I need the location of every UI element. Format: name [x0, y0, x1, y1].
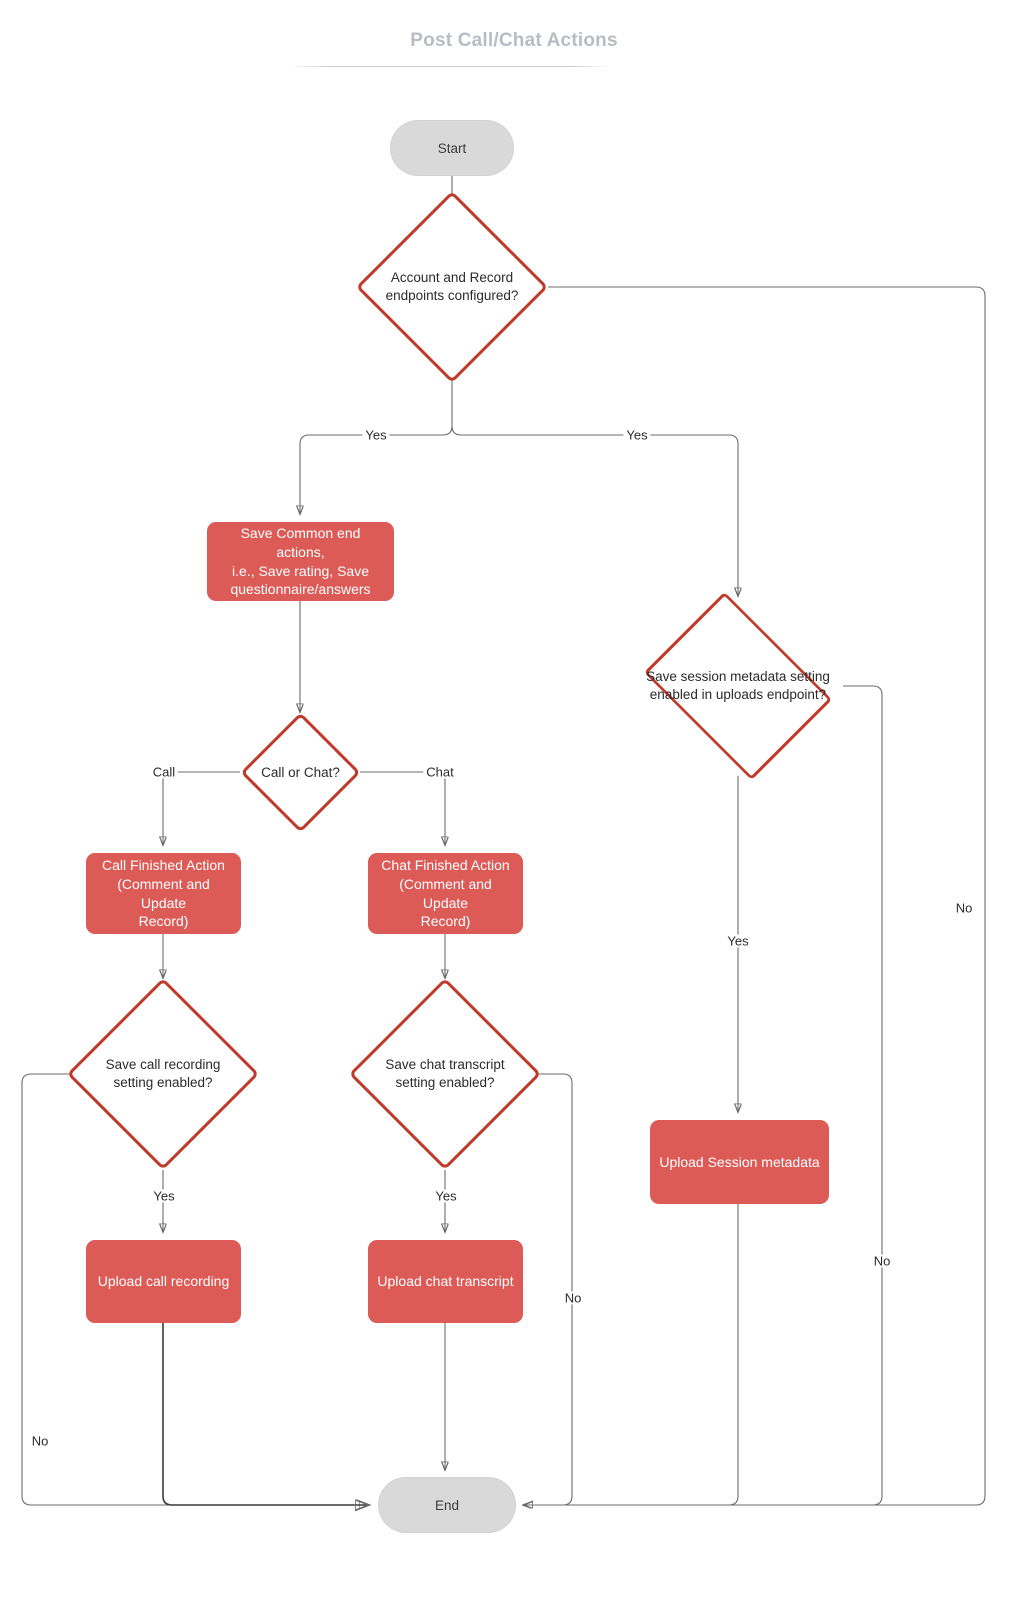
node-process-call-finished-action[interactable]: Call Finished Action (Comment and Update… — [86, 853, 241, 934]
node-process-upload-session-metadata[interactable]: Upload Session metadata — [650, 1120, 829, 1204]
edge-label-no-session-metadata: No — [870, 1254, 894, 1268]
node-decision-save-session-metadata[interactable]: Save session metadata setting enabled in… — [643, 591, 833, 781]
node-end-label: End — [434, 1497, 460, 1513]
edge-label-yes-left: Yes — [362, 428, 390, 442]
node-start-label: Start — [437, 140, 467, 156]
label-line-1: Save session metadata setting — [646, 668, 830, 684]
label-line-3: questionnaire/answers — [230, 581, 371, 598]
edge-label-no-call-recording: No — [28, 1434, 52, 1448]
edge-label-chat: Chat — [423, 765, 457, 779]
title-underline — [290, 66, 610, 67]
node-process-upload-chat-transcript-label: Upload chat transcript — [377, 1273, 514, 1290]
node-process-save-common-end-actions[interactable]: Save Common end actions, i.e., Save rati… — [207, 522, 394, 601]
node-decision-endpoints-configured[interactable]: Account and Record endpoints configured? — [355, 190, 549, 384]
label-line-2: setting enabled? — [113, 1075, 213, 1090]
node-decision-save-chat-transcript-label: Save chat transcript setting enabled? — [385, 1056, 504, 1092]
node-decision-endpoints-configured-label: Account and Record endpoints configured? — [386, 269, 519, 305]
label-line-3: Record) — [420, 913, 471, 930]
node-decision-save-call-recording[interactable]: Save call recording setting enabled? — [66, 977, 260, 1171]
label-line-1: Call Finished Action — [102, 857, 225, 874]
label-line-1: Save Common end actions, — [240, 525, 361, 560]
edge-label-no-endpoints: No — [952, 901, 976, 915]
node-decision-call-or-chat[interactable]: Call or Chat? — [240, 712, 361, 833]
label-line-1: Save chat transcript — [385, 1056, 505, 1072]
edge-label-yes-chat-transcript: Yes — [432, 1189, 460, 1203]
page-title: Post Call/Chat Actions — [410, 30, 618, 51]
node-decision-save-call-recording-label: Save call recording setting enabled? — [106, 1056, 221, 1092]
label-line-2: (Comment and Update — [399, 875, 492, 911]
label-line-1: Save call recording — [105, 1056, 221, 1072]
node-decision-save-session-metadata-label: Save session metadata setting enabled in… — [646, 668, 830, 704]
label-line-1: Account and Record — [390, 269, 514, 285]
label-line-2: (Comment and Update — [117, 875, 210, 911]
label-line-3: Record) — [138, 913, 189, 930]
edge-label-yes-session-metadata: Yes — [724, 934, 752, 948]
node-process-upload-call-recording-label: Upload call recording — [97, 1273, 230, 1290]
label-line-2: enabled in uploads endpoint? — [649, 687, 827, 702]
node-decision-save-chat-transcript[interactable]: Save chat transcript setting enabled? — [348, 977, 542, 1171]
node-process-upload-chat-transcript[interactable]: Upload chat transcript — [368, 1240, 523, 1323]
node-end[interactable]: End — [378, 1477, 516, 1533]
node-process-upload-call-recording[interactable]: Upload call recording — [86, 1240, 241, 1323]
label-line-2: endpoints configured? — [385, 288, 519, 303]
edge-label-no-chat-transcript: No — [561, 1291, 585, 1305]
node-process-upload-session-metadata-label: Upload Session metadata — [659, 1153, 820, 1170]
edge-label-yes-call-recording: Yes — [150, 1189, 178, 1203]
node-start[interactable]: Start — [390, 120, 514, 176]
node-decision-call-or-chat-label: Call or Chat? — [261, 764, 340, 780]
label-line-2: i.e., Save rating, Save — [232, 562, 369, 579]
edge-label-yes-right: Yes — [623, 428, 651, 442]
edge-label-call: Call — [149, 765, 179, 779]
node-process-chat-finished-action[interactable]: Chat Finished Action (Comment and Update… — [368, 853, 523, 934]
label-line-2: setting enabled? — [395, 1075, 495, 1090]
label-line-1: Chat Finished Action — [381, 857, 510, 874]
